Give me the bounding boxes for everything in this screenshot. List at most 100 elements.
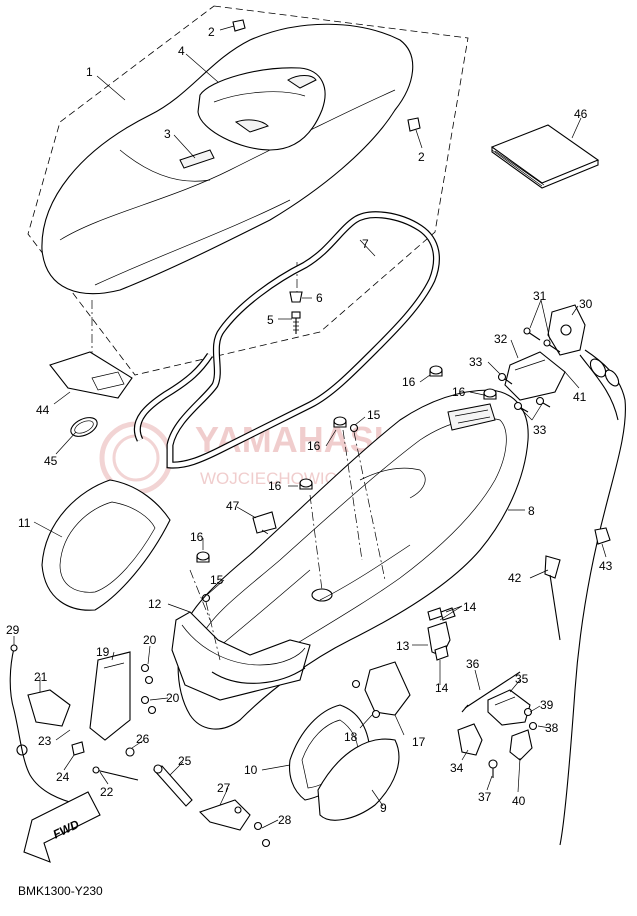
collar-26[interactable] <box>125 747 135 757</box>
callout-17: 17 <box>412 735 426 749</box>
callout-16-a: 16 <box>402 375 416 389</box>
seat-lock-bracket[interactable] <box>547 304 586 356</box>
callout-1: 1 <box>86 65 93 79</box>
diagram-code: BMK1300-Y230 <box>18 884 103 898</box>
callout-32: 32 <box>494 332 508 346</box>
callout-21: 21 <box>34 670 48 684</box>
nut-16-a[interactable] <box>429 365 443 377</box>
clip-43[interactable] <box>594 527 611 545</box>
callout-36: 36 <box>466 657 480 671</box>
callout-5: 5 <box>267 313 274 327</box>
bolt-33-a[interactable] <box>497 372 513 385</box>
bracket-40[interactable] <box>509 729 533 761</box>
callout-22: 22 <box>100 785 114 799</box>
pin-24[interactable] <box>71 741 85 756</box>
callout-39: 39 <box>540 698 554 712</box>
bolt-37[interactable] <box>488 759 498 778</box>
actuator-34[interactable] <box>457 723 483 756</box>
bolt-33-c[interactable] <box>535 396 551 408</box>
callout-12: 12 <box>148 597 162 611</box>
clip-15-top[interactable] <box>349 423 359 433</box>
nut-16-b[interactable] <box>483 388 497 400</box>
callout-2-right: 2 <box>418 150 425 164</box>
seat-gasket[interactable] <box>133 211 440 469</box>
bolt-18-a[interactable] <box>351 679 361 689</box>
bolt-39[interactable] <box>523 707 533 717</box>
latch-21[interactable] <box>27 689 71 727</box>
backrest-pad[interactable] <box>197 67 326 151</box>
callout-6: 6 <box>316 291 323 305</box>
storage-front-lip[interactable] <box>171 611 311 701</box>
bolt-5[interactable] <box>291 311 301 334</box>
seat-grommet-top[interactable] <box>232 19 246 32</box>
cable-tie-42[interactable] <box>544 555 561 641</box>
callout-8: 8 <box>528 504 535 518</box>
callout-46: 46 <box>574 107 588 121</box>
callout-42: 42 <box>508 571 522 585</box>
clip-6[interactable] <box>289 291 303 303</box>
bolt-20-d[interactable] <box>147 705 157 715</box>
callout-25: 25 <box>178 754 192 768</box>
callout-18: 18 <box>344 730 358 744</box>
o-ring[interactable] <box>68 414 100 440</box>
seat[interactable] <box>41 23 414 295</box>
damper-25[interactable] <box>153 764 193 807</box>
leader-lines <box>13 25 607 829</box>
hinge-27[interactable] <box>198 799 251 831</box>
clip-15-left[interactable] <box>201 593 211 603</box>
bolt-31-b[interactable] <box>543 339 561 353</box>
clip-14-a[interactable] <box>427 607 443 621</box>
spring-23[interactable] <box>16 744 28 756</box>
rod-36[interactable] <box>461 671 521 713</box>
callout-23: 23 <box>38 734 52 748</box>
bolt-33-b[interactable] <box>513 401 529 413</box>
seat-grommet-right[interactable] <box>407 117 421 132</box>
callout-11: 11 <box>18 516 31 530</box>
bolt-31-a[interactable] <box>523 327 541 341</box>
bolt-20-c[interactable] <box>140 695 150 705</box>
seat-emblem <box>179 149 215 169</box>
lock-plate-19[interactable] <box>89 651 131 741</box>
storage-mat[interactable] <box>41 479 171 611</box>
clip-14-c[interactable] <box>434 645 449 661</box>
bolt-22[interactable] <box>92 766 139 781</box>
callout-33-bottom: 33 <box>533 423 547 437</box>
callout-labels: 1 2 2 3 4 5 6 7 8 9 10 11 12 13 14 14 15… <box>6 25 613 827</box>
callout-29: 29 <box>6 623 20 637</box>
nut-16-d[interactable] <box>299 478 313 490</box>
bolt-20-a[interactable] <box>140 663 150 673</box>
callout-20-right: 20 <box>166 691 180 705</box>
bracket-17[interactable] <box>364 661 411 716</box>
bolt-20-b[interactable] <box>144 675 154 685</box>
callout-40: 40 <box>512 794 526 808</box>
bolt-28-b[interactable] <box>261 838 271 848</box>
callout-45: 45 <box>44 454 58 468</box>
callout-16-b: 16 <box>452 385 466 399</box>
callout-28: 28 <box>278 813 292 827</box>
callout-24: 24 <box>56 770 70 784</box>
callout-15-left: 15 <box>210 573 224 587</box>
caution-label <box>49 351 133 399</box>
callout-35: 35 <box>515 672 529 686</box>
storage-box[interactable] <box>177 389 529 730</box>
nut-16-e[interactable] <box>196 551 210 563</box>
bolt-38[interactable] <box>528 721 538 731</box>
bolt-28-a[interactable] <box>253 821 263 831</box>
nut-16-c[interactable] <box>333 416 347 428</box>
callout-38: 38 <box>545 721 559 735</box>
callout-47: 47 <box>226 499 240 513</box>
callout-43: 43 <box>599 559 613 573</box>
callout-27: 27 <box>217 781 231 795</box>
bolt-18-b[interactable] <box>371 709 381 719</box>
callout-26: 26 <box>136 732 150 746</box>
callout-31: 31 <box>533 289 547 303</box>
seat-lock-plate[interactable] <box>504 351 566 401</box>
callout-19: 19 <box>96 645 110 659</box>
callout-41: 41 <box>573 390 587 404</box>
callout-3: 3 <box>164 127 171 141</box>
cable-29[interactable] <box>9 644 81 806</box>
owners-manual[interactable] <box>490 124 600 189</box>
lock-cable[interactable] <box>559 349 626 846</box>
switch-35[interactable] <box>487 689 531 726</box>
